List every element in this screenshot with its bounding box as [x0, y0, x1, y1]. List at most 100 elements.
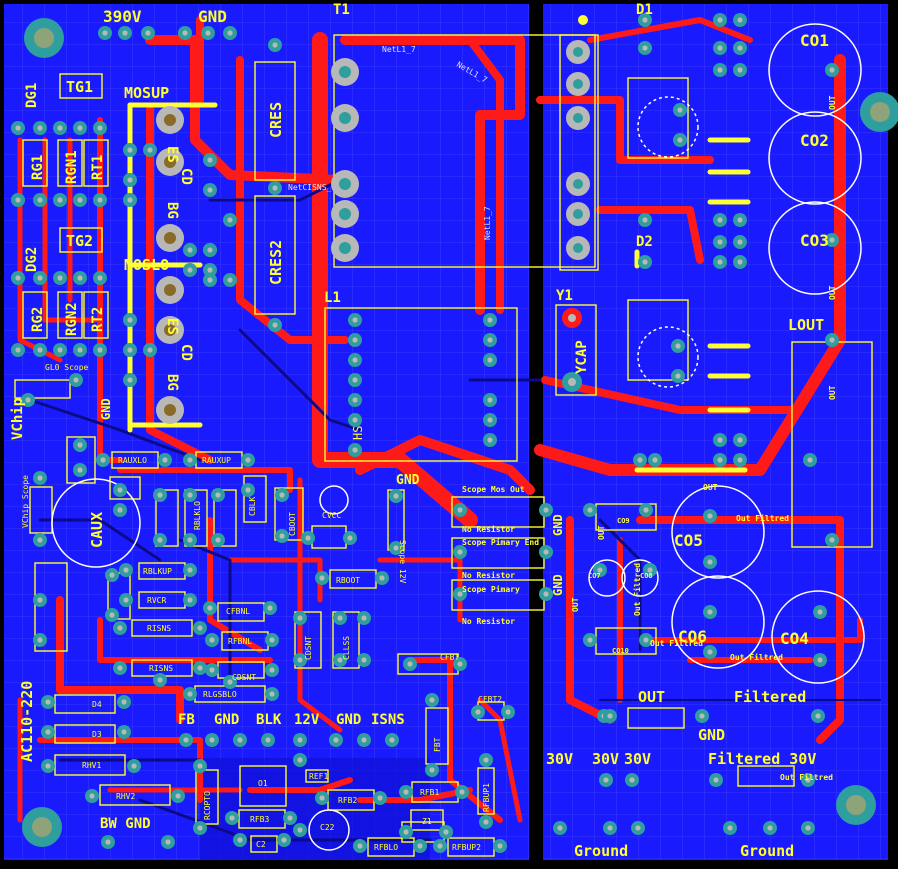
label-cres2: CRES2 — [267, 240, 285, 285]
pad-hole — [147, 347, 153, 353]
pad-hole — [361, 737, 367, 743]
label-ac: AC110-220 — [18, 681, 36, 762]
label-out-2: OUT — [571, 597, 580, 612]
pad-hole — [352, 447, 358, 453]
pad-hole — [379, 575, 385, 581]
pad-hole — [157, 677, 163, 683]
pad-hole — [737, 217, 743, 223]
pad-hole — [557, 825, 563, 831]
pad-hole — [205, 30, 211, 36]
label-co7: CO7 — [588, 572, 601, 580]
pad-hole — [165, 839, 171, 845]
pad-hole — [487, 437, 493, 443]
label-rfbup2: RFBUP2 — [452, 843, 481, 852]
label-out-filtred-5: Out Filtred — [632, 563, 642, 616]
pad-hole — [121, 729, 127, 735]
pad-hole — [162, 457, 168, 463]
pad-hole — [337, 657, 343, 663]
label-header-gnd2: GND — [336, 712, 361, 728]
pad-hole — [817, 657, 823, 663]
label-rfb1: RFB1 — [420, 788, 439, 797]
label-rt2: RT2 — [90, 307, 106, 332]
pad-hole — [215, 492, 221, 498]
label-rfb3: RFB3 — [250, 815, 269, 824]
pad-hole — [647, 567, 653, 573]
pad-hole — [77, 125, 83, 131]
pad-hole — [717, 217, 723, 223]
top-copper-traces — [17, 16, 863, 823]
pad-hole — [15, 275, 21, 281]
label-moslo: MOSLO — [124, 256, 169, 274]
pad-hole — [187, 457, 193, 463]
label-co6: CO6 — [678, 627, 707, 646]
label-rgn2: RGN2 — [64, 302, 80, 336]
capacitor-outlines — [51, 23, 865, 851]
label-rt1: RT1 — [90, 155, 106, 180]
label-fbt: FBT — [433, 737, 442, 752]
pad-hole — [197, 665, 203, 671]
label-d3: D3 — [92, 730, 102, 739]
pad-hole — [147, 147, 153, 153]
pad-hole — [197, 763, 203, 769]
label-rboot: RBOOT — [336, 576, 360, 585]
label-rfblo: RFBLO — [374, 843, 398, 852]
pad-hole — [717, 45, 723, 51]
pad-hole — [607, 713, 613, 719]
pad-hole — [109, 612, 115, 618]
label-gnd-ctrl: GND — [396, 473, 420, 488]
pad-hole — [717, 67, 723, 73]
pad-hole — [25, 397, 31, 403]
pad-hole — [487, 397, 493, 403]
pad-hole — [77, 467, 83, 473]
pad-hole — [352, 337, 358, 343]
pad-hole — [77, 275, 83, 281]
pad-hole — [457, 591, 463, 597]
label-rgn1: RGN1 — [64, 150, 80, 184]
pad-hole — [127, 177, 133, 183]
pad-hole — [57, 347, 63, 353]
pad-hole — [675, 343, 681, 349]
pad-hole — [767, 825, 773, 831]
label-header-isns: ISNS — [371, 712, 405, 728]
pad-hole — [127, 377, 133, 383]
label-ground-2: Ground — [740, 842, 794, 860]
pad-hole — [207, 187, 213, 193]
pad-hole — [643, 637, 649, 643]
label-rfbnl: RFBNL — [228, 637, 252, 646]
label-ycap: YCAP — [574, 340, 590, 374]
label-cfbnl: CFBNL — [226, 607, 250, 616]
pad-hole — [187, 267, 193, 273]
pad-hole — [352, 397, 358, 403]
pad-hole — [457, 661, 463, 667]
pad-hole — [123, 567, 129, 573]
label-rauxlo: RAUXLO — [118, 456, 147, 465]
label-lout: LOUT — [788, 316, 824, 334]
label-co3: CO3 — [800, 231, 829, 250]
label-ref1: REF1 — [309, 772, 328, 781]
pad-hole — [45, 729, 51, 735]
pad-hole — [279, 533, 285, 539]
label-cblk: CBLK — [248, 497, 257, 516]
pad-hole — [97, 197, 103, 203]
pad-hole — [269, 667, 275, 673]
label-caux: CAUX — [88, 512, 106, 548]
pad-hole — [677, 137, 683, 143]
pad-hole — [699, 713, 705, 719]
label-scope-mos-out: Scope Mos Out — [462, 485, 525, 494]
pad-hole — [635, 825, 641, 831]
pad-hole — [357, 843, 363, 849]
label-mosup: MOSUP — [124, 84, 169, 102]
label-rauxup: RAUXUP — [202, 456, 231, 465]
pad-hole — [457, 507, 463, 513]
pad-hole — [207, 605, 213, 611]
pad-hole — [187, 691, 193, 697]
label-d1: D1 — [636, 2, 653, 18]
label-header-gnd1: GND — [214, 712, 239, 728]
pad-hole — [57, 197, 63, 203]
label-bg-lo: BG — [164, 374, 180, 391]
label-risns2: RISNS — [149, 664, 173, 673]
pad-hole — [805, 825, 811, 831]
pad-hole — [57, 275, 63, 281]
label-header-fb: FB — [178, 712, 195, 728]
label-scope-12v: Scope 12V — [398, 540, 407, 584]
